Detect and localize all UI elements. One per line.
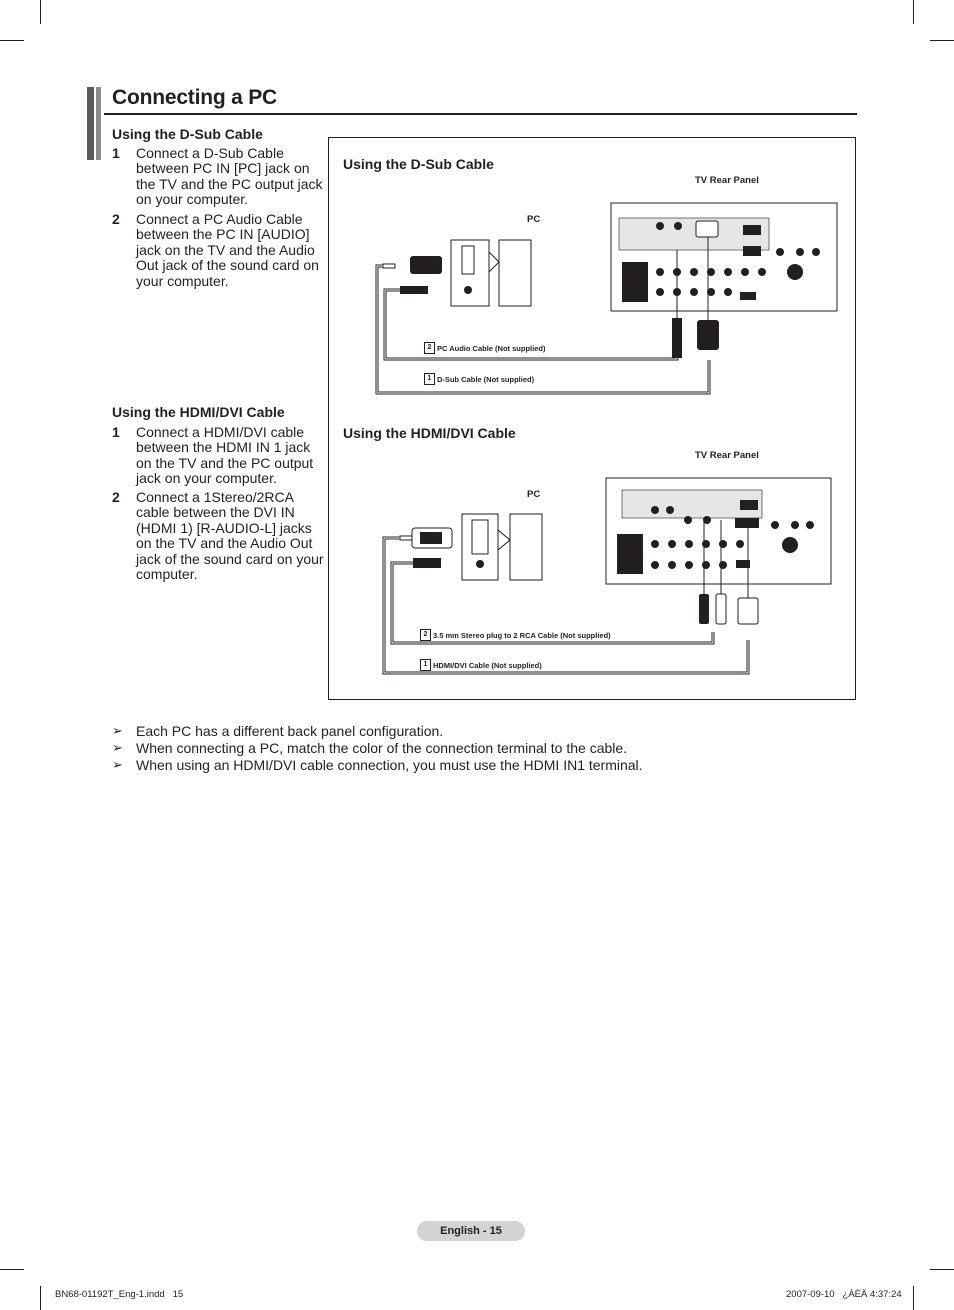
cable-name: 3.5 mm Stereo plug to 2 RCA Cable (Not s… bbox=[433, 630, 611, 640]
step-text: Connect a PC Audio Cable between the PC … bbox=[136, 211, 319, 289]
crop-mark bbox=[40, 0, 41, 24]
title-accent-bar bbox=[96, 87, 101, 160]
note-item: ➢ When connecting a PC, match the color … bbox=[112, 740, 627, 756]
tv-rear-panel-label: TV Rear Panel bbox=[695, 450, 759, 461]
cable-number: 2 bbox=[424, 342, 435, 354]
hdmi-step: 1 Connect a HDMI/DVI cable between the H… bbox=[112, 424, 324, 487]
cable-number: 2 bbox=[420, 629, 431, 641]
pc-tower-icon bbox=[461, 513, 543, 581]
file-slug: BN68-01192T_Eng-1.indd 15 bbox=[55, 1289, 184, 1300]
step-number: 1 bbox=[112, 145, 120, 161]
dsub-step: 1 Connect a D-Sub Cable between PC IN [P… bbox=[112, 145, 324, 208]
pc-label: PC bbox=[527, 489, 541, 500]
step-number: 2 bbox=[112, 211, 120, 227]
hdmi-step: 2 Connect a 1Stereo/2RCA cable between t… bbox=[112, 489, 324, 583]
arrow-bullet-icon: ➢ bbox=[112, 757, 123, 772]
hdmi-diagram-heading: Using the HDMI/DVI Cable bbox=[343, 425, 516, 441]
note-text: When connecting a PC, match the color of… bbox=[136, 740, 628, 756]
crop-mark bbox=[913, 1286, 914, 1310]
note-item: ➢ When using an HDMI/DVI cable connectio… bbox=[112, 757, 643, 773]
tv-rear-panel-label: TV Rear Panel bbox=[695, 175, 759, 186]
connection-diagram-box bbox=[328, 137, 856, 700]
note-text: When using an HDMI/DVI cable connection,… bbox=[136, 757, 643, 773]
dsub-cable-label: 1 D-Sub Cable (Not supplied) bbox=[424, 373, 534, 385]
title-rule bbox=[104, 113, 857, 115]
hdmi-section-heading: Using the HDMI/DVI Cable bbox=[112, 404, 285, 420]
cable-name: HDMI/DVI Cable (Not supplied) bbox=[433, 660, 542, 670]
step-text: Connect a 1Stereo/2RCA cable between the… bbox=[136, 489, 324, 583]
crop-mark bbox=[930, 1269, 954, 1270]
note-item: ➢ Each PC has a different back panel con… bbox=[112, 723, 443, 739]
arrow-bullet-icon: ➢ bbox=[112, 740, 123, 755]
step-text: Connect a HDMI/DVI cable between the HDM… bbox=[136, 424, 314, 487]
crop-mark bbox=[40, 1286, 41, 1310]
crop-mark bbox=[0, 1269, 24, 1270]
timestamp-slug: 2007-09-10 ¿ÀÈÄ 4:37:24 bbox=[786, 1289, 902, 1300]
pc-label: PC bbox=[527, 214, 541, 225]
crop-mark bbox=[0, 40, 24, 41]
dsub-step: 2 Connect a PC Audio Cable between the P… bbox=[112, 211, 324, 289]
cable-name: D-Sub Cable (Not supplied) bbox=[437, 374, 535, 384]
page-number-badge: English - 15 bbox=[417, 1221, 525, 1241]
crop-mark bbox=[913, 0, 914, 24]
tv-rear-panel-icon bbox=[605, 477, 832, 585]
page-title: Connecting a PC bbox=[112, 86, 278, 109]
pc-tower-icon bbox=[450, 239, 532, 307]
step-number: 1 bbox=[112, 424, 120, 440]
cable-number: 1 bbox=[420, 659, 431, 671]
tv-rear-panel-icon bbox=[610, 202, 838, 312]
title-accent-bar bbox=[87, 87, 94, 160]
dsub-section-heading: Using the D-Sub Cable bbox=[112, 126, 263, 142]
crop-mark bbox=[930, 40, 954, 41]
stereo-rca-cable-label: 2 3.5 mm Stereo plug to 2 RCA Cable (Not… bbox=[420, 629, 611, 641]
pc-audio-cable-label: 2 PC Audio Cable (Not supplied) bbox=[424, 342, 545, 354]
arrow-bullet-icon: ➢ bbox=[112, 723, 123, 738]
step-number: 2 bbox=[112, 489, 120, 505]
step-text: Connect a D-Sub Cable between PC IN [PC]… bbox=[136, 145, 323, 208]
dsub-diagram-heading: Using the D-Sub Cable bbox=[343, 156, 494, 172]
cable-number: 1 bbox=[424, 373, 435, 385]
hdmi-dvi-cable-label: 1 HDMI/DVI Cable (Not supplied) bbox=[420, 659, 542, 671]
note-text: Each PC has a different back panel confi… bbox=[136, 723, 444, 739]
cable-name: PC Audio Cable (Not supplied) bbox=[437, 343, 546, 353]
